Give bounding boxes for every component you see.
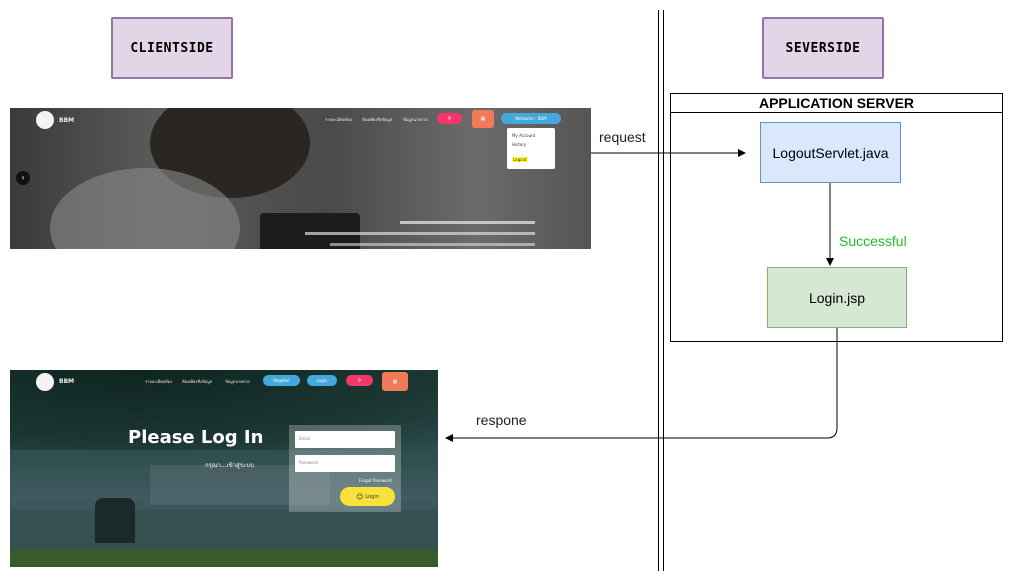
photo-people xyxy=(95,498,135,543)
bank-icon: ▦ xyxy=(392,378,398,385)
forgot-password-link[interactable]: Forgot Password xyxy=(359,478,392,483)
login-submit-button[interactable]: ☺ Login xyxy=(340,487,395,506)
clientside-label: CLIENTSIDE xyxy=(111,17,233,79)
email-field[interactable]: Email xyxy=(295,431,395,448)
login-nav-button[interactable]: Login xyxy=(307,375,337,386)
login-page-screenshot: BBM รายละเอียดห้อง ห้องเคียงชิ่งข้อมูล ข… xyxy=(10,370,438,567)
carousel-prev-button[interactable]: ‹ xyxy=(16,171,30,185)
photo-grass xyxy=(10,550,438,567)
logout-servlet-node: LogoutServlet.java xyxy=(760,122,901,183)
nav-item-3[interactable]: ข้อมูลนายกาย xyxy=(403,117,428,122)
nav-item-2[interactable]: ห้องเคียงชิ่งข้อมูล xyxy=(182,379,213,384)
response-label: respone xyxy=(476,412,527,428)
brand: BBM xyxy=(59,117,75,124)
menu-history[interactable]: History xyxy=(512,142,527,147)
search-button[interactable]: ⚲ xyxy=(437,113,462,124)
response-arrow xyxy=(445,328,838,442)
cart-button[interactable]: ▦ xyxy=(382,372,408,391)
search-button[interactable]: ⚲ xyxy=(346,375,373,386)
nav-item-2[interactable]: ห้องเคียงชิ่งข้อมูล xyxy=(362,117,393,122)
avatar xyxy=(36,373,54,391)
nav-item-3[interactable]: ข้อมูลนายกาย xyxy=(225,379,250,384)
login-subheading: กรุณา...เข้าสู่ระบบ xyxy=(205,462,254,469)
register-button[interactable]: Register xyxy=(263,375,300,386)
divider-line-left xyxy=(658,10,659,571)
successful-label: Successful xyxy=(839,233,907,249)
nav-item-1[interactable]: รายละเอียดห้อง xyxy=(145,379,173,384)
user-circle-icon: ☺ xyxy=(356,492,364,501)
avatar xyxy=(36,111,54,129)
menu-logout[interactable]: Logout xyxy=(512,157,528,162)
menu-my-account[interactable]: My Account xyxy=(512,133,536,138)
search-icon: ⚲ xyxy=(357,377,362,384)
password-placeholder: Password xyxy=(299,460,318,465)
brand: BBM xyxy=(59,378,75,385)
login-button-label: Login xyxy=(365,493,379,500)
cart-button[interactable]: ▦ xyxy=(472,110,494,128)
application-server-title: APPLICATION SERVER xyxy=(671,94,1002,113)
photo-water xyxy=(10,510,438,550)
login-heading: Please Log In xyxy=(128,427,264,448)
serverside-label: SEVERSIDE xyxy=(762,17,884,79)
bank-icon: ▦ xyxy=(480,116,486,122)
login-jsp-node: Login.jsp xyxy=(767,267,907,328)
request-label: request xyxy=(599,129,646,145)
welcome-dropdown[interactable]: Welcome : BBM xyxy=(501,113,561,124)
welcome-text: Welcome : BBM xyxy=(515,116,547,121)
divider-line-right xyxy=(663,10,664,571)
homepage-screenshot: BBM รายละเอียดห้อง ห้องเคียงชิ่งข้อมูล ข… xyxy=(10,108,591,249)
hero-text-block xyxy=(300,218,540,246)
password-field[interactable]: Password xyxy=(295,455,395,472)
search-icon: ⚲ xyxy=(447,115,452,122)
nav-item-1[interactable]: รายละเอียดห้อง xyxy=(325,117,353,122)
email-placeholder: Email xyxy=(299,436,311,441)
account-menu: My Account History Logout xyxy=(507,128,555,169)
